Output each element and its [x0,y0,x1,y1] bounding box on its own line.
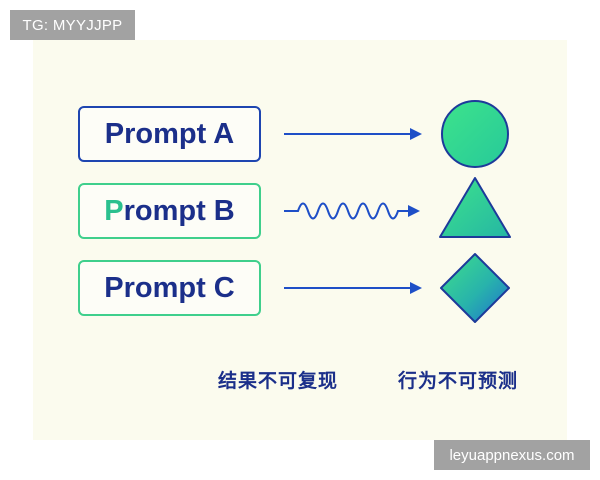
triangle-shape [439,177,511,238]
site-watermark: leyuappnexus.com [434,440,590,470]
tg-tag: TG: MYYJJPP [10,10,135,40]
prompt-c-box: Prompt C [78,260,261,316]
arrow-c [284,282,422,294]
arrow-a [284,128,422,140]
prompt-a-box: Prompt A [78,106,261,162]
prompt-b-label: rompt B [123,194,235,227]
prompt-a-label: Prompt A [104,117,235,150]
prompt-b-first-letter: P [104,194,124,227]
label-unpredictable: 行为不可预测 [398,370,519,392]
circle-shape [441,100,509,168]
prompt-c-label: Prompt C [104,271,235,304]
label-not-reproducible: 结果不可复现 [218,370,339,392]
arrow-b-wavy [284,202,420,220]
diamond-shape [440,253,510,323]
